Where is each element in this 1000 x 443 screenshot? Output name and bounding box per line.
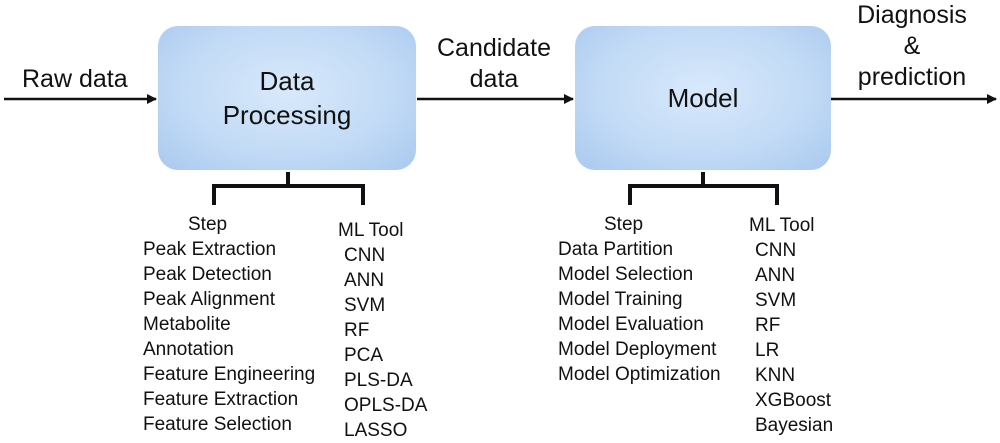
list-item: Feature Extraction [143, 389, 299, 410]
list-item: PLS-DA [344, 370, 413, 391]
list-item: LASSO [344, 420, 408, 441]
list-item: Model Selection [558, 264, 694, 285]
output-line3: prediction [857, 63, 967, 91]
list-item: KNN [755, 365, 796, 386]
list-item: LR [755, 340, 780, 361]
output-line1: Diagnosis [857, 1, 967, 29]
raw-data-label: Raw data [22, 65, 128, 93]
list-item: Annotation [143, 339, 234, 360]
model-tools-column: ML Tool CNN ANN SVM RF LR KNN XGBoost Ba… [749, 213, 833, 438]
processing-step-header: Step [188, 214, 228, 235]
processing-tools-column: ML Tool CNN ANN SVM RF PCA PLS-DA OPLS-D… [338, 218, 427, 443]
list-item: RF [755, 315, 781, 336]
list-item: OPLS-DA [344, 395, 428, 416]
data-processing-line2: Processing [222, 100, 352, 130]
list-item: Peak Extraction [143, 239, 277, 260]
list-item: Model Evaluation [558, 314, 704, 335]
processing-steps-column: Step Peak Extraction Peak Detection Peak… [143, 212, 315, 437]
list-item: CNN [755, 240, 797, 261]
list-item: Model Optimization [558, 364, 721, 385]
model-tool-header: ML Tool [749, 215, 815, 236]
candidate-line1: Candidate [437, 34, 551, 62]
list-item: ANN [344, 270, 385, 291]
list-item: Feature Engineering [143, 364, 316, 385]
list-item: Metabolite [143, 314, 231, 335]
diagnosis-prediction-label: Diagnosis & prediction [842, 0, 982, 93]
model-box: Model [575, 26, 831, 170]
list-item: Feature Selection [143, 414, 292, 435]
output-line2: & [903, 32, 921, 60]
data-processing-line1: Data [259, 66, 315, 96]
model-steps-column: Step Data Partition Model Selection Mode… [558, 212, 721, 387]
candidate-line2: data [469, 65, 519, 93]
data-processing-box: Data Processing [158, 26, 416, 170]
model-step-header: Step [604, 214, 644, 235]
list-item: Model Deployment [558, 339, 717, 360]
candidate-data-label: Candidate data [424, 33, 564, 95]
list-item: Peak Alignment [143, 289, 276, 310]
processing-brace [212, 172, 365, 205]
list-item: SVM [344, 295, 386, 316]
list-item: Data Partition [558, 239, 674, 260]
model-brace [628, 172, 779, 205]
list-item: Peak Detection [143, 264, 272, 285]
list-item: Model Training [558, 289, 683, 310]
list-item: SVM [755, 290, 797, 311]
list-item: PCA [344, 345, 384, 366]
model-label: Model [667, 83, 739, 113]
list-item: Bayesian [755, 415, 834, 436]
list-item: ANN [755, 265, 796, 286]
list-item: RF [344, 320, 370, 341]
list-item: XGBoost [755, 390, 832, 411]
list-item: CNN [344, 245, 386, 266]
processing-tool-header: ML Tool [338, 220, 404, 241]
